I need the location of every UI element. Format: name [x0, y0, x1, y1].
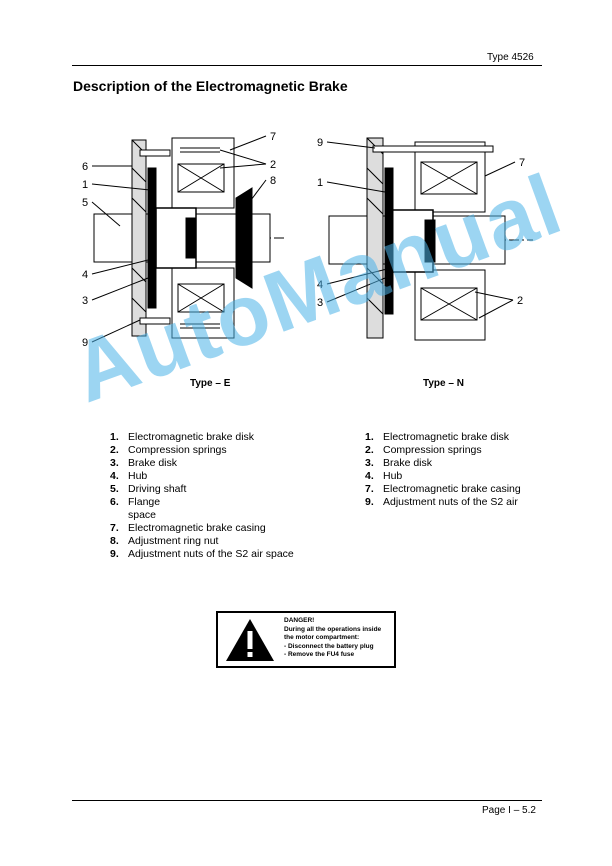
danger-warning-box: DANGER! During all the operations inside… [216, 611, 396, 668]
legend-item-number: 4. [110, 470, 119, 482]
callout-9: 9 [82, 337, 88, 349]
danger-line: the motor compartment: [284, 634, 360, 641]
danger-line: DANGER! [284, 617, 315, 624]
legend-item-text: Driving shaft [128, 483, 187, 495]
danger-line: - Remove the FU4 fuse [284, 651, 355, 658]
legend-item-text: Brake disk [383, 457, 433, 469]
callout-9: 9 [317, 137, 323, 149]
legend-item-text: Adjustment nuts of the S2 air [383, 496, 518, 508]
legend-item: 1. Electromagnetic brake disk [365, 431, 545, 444]
figure-caption-type-n: Type – N [423, 378, 464, 389]
legend-item-text: Electromagnetic brake disk [128, 431, 255, 443]
legend-item: 3. Brake disk [110, 457, 330, 470]
legend-item-number: 8. [110, 535, 119, 547]
legend-item-text: Electromagnetic brake casing [383, 483, 521, 495]
callout-7: 7 [270, 131, 276, 143]
legend-item-text: Flange [128, 496, 161, 508]
legend-item-number: 3. [365, 457, 374, 469]
brake-diagram-type-n: 9 1 4 3 7 2 [317, 137, 533, 341]
legend-item-number: 1. [110, 431, 119, 443]
legend-item: 2. Compression springs [365, 444, 545, 457]
legend-item-number: 2. [365, 444, 374, 456]
legend-item-number: 2. [110, 444, 119, 456]
callout-4: 4 [317, 279, 323, 291]
legend-item: 6. Flange [110, 496, 330, 509]
legend-item: 9. Adjustment nuts of the S2 air [365, 496, 545, 509]
callout-6: 6 [82, 161, 88, 173]
legend-item: 5. Driving shaft [110, 483, 330, 496]
legend-item: 7. Electromagnetic brake casing [110, 522, 330, 535]
page-title: Description of the Electromagnetic Brake [73, 78, 348, 94]
legend-list-type-e: 1. Electromagnetic brake disk 2. Compressio… [110, 431, 330, 561]
figure-caption-type-e: Type – E [190, 378, 231, 389]
header-rule [72, 65, 542, 66]
legend-item: 8. Adjustment ring nut [110, 535, 330, 548]
page-number: Page I – 5.2 [482, 805, 536, 816]
footer-rule [72, 800, 542, 801]
legend-item: 1. Electromagnetic brake disk [110, 431, 330, 444]
callout-1: 1 [82, 179, 88, 191]
legend-item-number: 7. [365, 483, 374, 495]
legend-item: 4. Hub [110, 470, 330, 483]
callout-7: 7 [519, 157, 525, 169]
legend-item-number: 7. [110, 522, 119, 534]
callout-4: 4 [82, 269, 88, 281]
legend-item-number [110, 509, 128, 522]
legend-item-text: Hub [383, 470, 403, 482]
legend-item-number: 6. [110, 496, 119, 508]
legend-item-text: Electromagnetic brake disk [383, 431, 510, 443]
legend-item-number: 1. [365, 431, 374, 443]
document-type-label: Type 4526 [487, 52, 534, 63]
callout-1: 1 [317, 177, 323, 189]
callout-2: 2 [270, 159, 276, 171]
legend-item-number: 3. [110, 457, 119, 469]
legend-item: 9. Adjustment nuts of the S2 air space [110, 548, 330, 561]
legend-item-text: Compression springs [383, 444, 482, 456]
legend-item-number: 5. [110, 483, 119, 495]
brake-diagram-type-e: 6 1 5 4 3 9 7 2 8 [82, 131, 285, 349]
danger-message: DANGER! During all the operations inside… [284, 617, 381, 660]
legend-item: space [110, 509, 330, 522]
callout-3: 3 [317, 297, 323, 309]
legend-item-number: 9. [365, 496, 374, 508]
warning-triangle-icon [226, 619, 274, 661]
legend-item-text: Adjustment nuts of the S2 air space [128, 548, 294, 560]
legend-item: 3. Brake disk [365, 457, 545, 470]
legend-item: 4. Hub [365, 470, 545, 483]
callout-8: 8 [270, 175, 276, 187]
legend-item: 7. Electromagnetic brake casing [365, 483, 545, 496]
danger-line: During all the operations inside [284, 625, 382, 633]
callout-2: 2 [517, 295, 523, 307]
danger-line: - Disconnect the battery plug [284, 642, 374, 650]
legend-item-number: 9. [110, 548, 119, 560]
legend-item-text: space [128, 509, 157, 521]
legend-item-number: 4. [365, 470, 374, 482]
legend-item-text: Brake disk [128, 457, 178, 469]
legend-item-text: Compression springs [128, 444, 227, 456]
legend-list-type-n: 1. Electromagnetic brake disk 2. Compressio… [365, 431, 545, 509]
legend-item-text: Hub [128, 470, 148, 482]
legend-item: 2. Compression springs [110, 444, 330, 457]
legend-item-text: Electromagnetic brake casing [128, 522, 266, 534]
callout-3: 3 [82, 295, 88, 307]
legend-item-text: Adjustment ring nut [128, 535, 219, 547]
callout-5: 5 [82, 197, 88, 209]
